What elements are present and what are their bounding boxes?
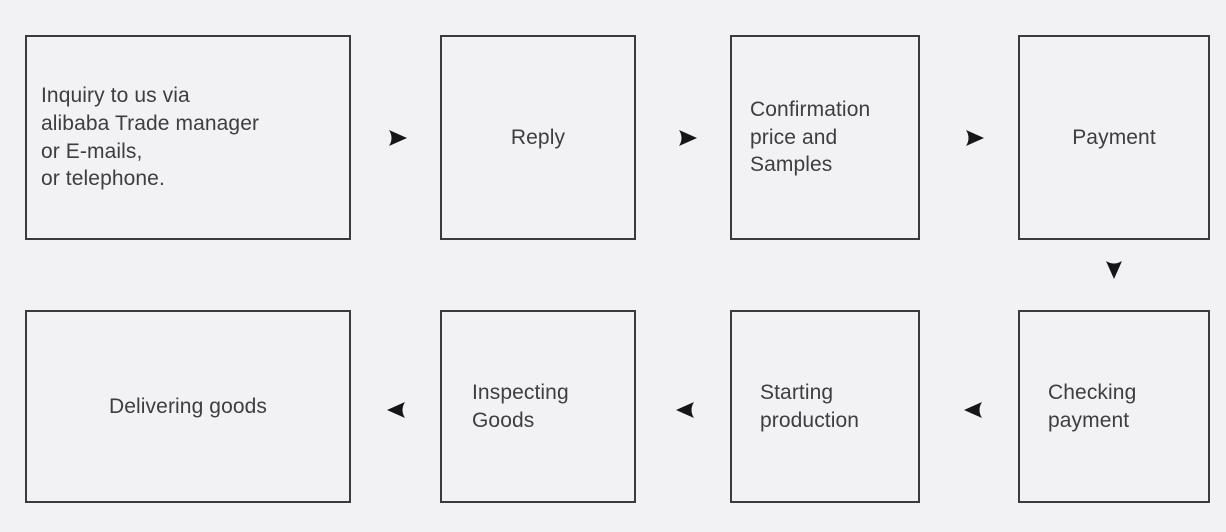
flow-node-starting-production: Starting production <box>730 310 920 503</box>
flow-node-checking-payment-label: Checking payment <box>1048 380 1137 432</box>
arrow-left-checking-to-starting <box>958 395 988 425</box>
flow-node-reply: Reply <box>440 35 636 240</box>
flow-node-inquiry: Inquiry to us via alibaba Trade manager … <box>25 35 351 240</box>
flow-node-inspecting-goods-label: Inspecting Goods <box>472 380 569 432</box>
arrow-right-confirmation-to-payment <box>960 123 990 153</box>
flow-node-delivering-goods-label: Delivering goods <box>108 394 268 418</box>
arrow-left-inspecting-to-delivering <box>381 395 411 425</box>
flow-node-confirmation: Confirmation price and Samples <box>730 35 920 240</box>
flow-node-payment: Payment <box>1018 35 1210 240</box>
flow-node-starting-production-label: Starting production <box>760 380 860 432</box>
flow-node-reply-label: Reply <box>510 125 566 149</box>
arrow-right-inquiry-to-reply <box>383 123 413 153</box>
flow-node-payment-label: Payment <box>1072 125 1156 149</box>
flow-node-inquiry-label: Inquiry to us via alibaba Trade manager … <box>41 84 260 191</box>
flow-node-confirmation-label: Confirmation price and Samples <box>750 97 871 177</box>
flow-node-delivering-goods: Delivering goods <box>25 310 351 503</box>
arrow-right-reply-to-confirmation <box>673 123 703 153</box>
flow-node-checking-payment: Checking payment <box>1018 310 1210 503</box>
flow-node-inspecting-goods: Inspecting Goods <box>440 310 636 503</box>
arrow-down-payment-to-checking <box>1099 255 1129 285</box>
arrow-left-starting-to-inspecting <box>670 395 700 425</box>
